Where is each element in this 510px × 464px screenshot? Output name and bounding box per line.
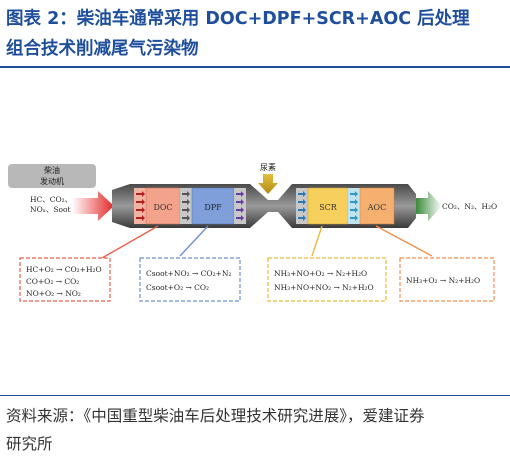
- aoc-connector: [375, 225, 433, 257]
- doc-block: [145, 187, 181, 225]
- scr-reactions-box: [267, 257, 387, 302]
- dpf-outlet-arrows: [236, 191, 244, 221]
- dpf-reaction-2: Csoot+O₂ → CO₂: [146, 283, 209, 292]
- scr-block: [307, 187, 349, 225]
- aftertreatment-diagram: 柴油 发动机 HC、CO₂、 NOₓ、Soot DOC DPF 尿素 SCR: [8, 162, 497, 302]
- doc-reactions-box: [19, 257, 111, 302]
- urea-injection-arrow: [258, 174, 278, 194]
- doc-connector: [101, 225, 159, 259]
- doc-label: DOC: [153, 203, 172, 212]
- engine-label-1: 柴油: [44, 165, 60, 175]
- engine-label-2: 发动机: [40, 176, 64, 186]
- scr-inlet-grid: [296, 188, 308, 224]
- source-line-1: 资料来源：《中国重型柴油车后处理技术研究进展》，爱建证券: [6, 407, 425, 425]
- figure-title: 图表 2：柴油车通常采用 DOC+DPF+SCR+AOC 后处理 组合技术削减尾…: [6, 4, 506, 64]
- output-gases: CO₂、N₂、H₂O: [442, 202, 497, 211]
- source-note: 资料来源：《中国重型柴油车后处理技术研究进展》，爱建证券 研究所: [6, 402, 506, 458]
- source-rule: [0, 395, 510, 396]
- scr-reaction-1: NH₃+NO+O₂ → N₂+H₂O: [274, 269, 367, 278]
- aoc-reaction-1: NH₃+O₂ → N₂+H₂O: [406, 276, 480, 285]
- aoc-flow-arrows: [350, 191, 358, 221]
- dpf-flow-arrows: [182, 191, 190, 221]
- dpf-reactions-box: [139, 257, 241, 302]
- title-line-1: 图表 2：柴油车通常采用 DOC+DPF+SCR+AOC 后处理: [6, 9, 470, 29]
- aoc-inlet-grid: [348, 188, 360, 224]
- title-rule: [0, 66, 510, 68]
- aoc-reactions-box: [399, 257, 495, 302]
- dpf-block: [191, 187, 235, 225]
- aoc-block: [359, 187, 395, 225]
- source-line-2: 研究所: [6, 435, 53, 453]
- title-line-2: 组合技术削减尾气污染物: [6, 39, 199, 59]
- scr-label: SCR: [319, 203, 338, 212]
- scr-flow-arrows: [298, 191, 306, 221]
- doc-reaction-2: CO+O₂ → CO₂: [26, 277, 79, 286]
- dpf-outlet-grid: [234, 188, 246, 224]
- dpf-inlet-grid: [180, 188, 192, 224]
- input-gases-1: HC、CO₂、: [30, 195, 72, 204]
- doc-flow-arrows: [136, 191, 145, 221]
- dpf-connector: [179, 225, 209, 257]
- exhaust-inlet-arrow: [72, 191, 114, 221]
- aoc-label: AOC: [367, 203, 386, 212]
- scr-connector: [311, 225, 323, 257]
- doc-reaction-3: NO+O₂ → NO₂: [26, 289, 81, 298]
- input-gases-2: NOₓ、Soot: [30, 205, 71, 214]
- dpf-reaction-1: Csoot+NO₂ → CO₂+N₂: [146, 269, 231, 278]
- exhaust-outlet-arrow: [416, 191, 442, 221]
- engine-box: [8, 164, 96, 188]
- urea-label: 尿素: [260, 162, 276, 172]
- doc-reaction-1: HC+O₂ → CO₂+H₂O: [26, 265, 102, 274]
- doc-inlet-grid: [134, 188, 146, 224]
- scr-reaction-2: NH₃+NO+NO₂ → N₂+H₂O: [274, 283, 374, 292]
- dpf-label: DPF: [204, 203, 222, 212]
